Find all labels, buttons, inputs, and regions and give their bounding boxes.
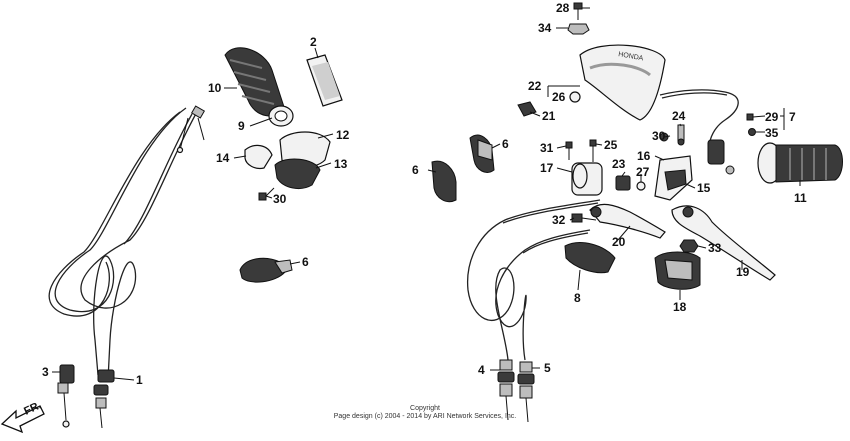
callout-31: 31: [540, 141, 554, 155]
clutch-lever-bracket: [571, 162, 603, 196]
cable-adjuster-4: [497, 359, 515, 421]
guard-logo: HONDA: [618, 51, 644, 62]
throttle-cable-1: [48, 107, 187, 376]
callout-30-right: 30: [652, 129, 666, 143]
dust-boot-middle: [469, 134, 495, 173]
clutch-lever: [589, 203, 666, 239]
clutch-lever-boot: [564, 242, 616, 274]
callout-6-lower: 6: [302, 255, 309, 269]
leader-lines: [52, 7, 801, 381]
clamp-21: [517, 101, 537, 117]
callout-7: 7: [789, 110, 796, 124]
clutch-cable: [466, 199, 601, 361]
collar-26: [569, 91, 581, 103]
nut-33: [679, 239, 699, 253]
callout-26: 26: [552, 90, 566, 104]
callout-10: 10: [208, 81, 222, 95]
callout-18: 18: [673, 300, 687, 314]
cable-adjuster-5: [517, 361, 535, 423]
callout-labels: 10 9 2 12 13 14 30 6 3 1 28 34 22 26 21 …: [42, 1, 807, 387]
callout-9: 9: [238, 119, 245, 133]
throttle-grip: [224, 47, 294, 127]
callout-27: 27: [636, 165, 650, 179]
front-direction-arrow: FR.: [0, 399, 45, 434]
callout-15: 15: [697, 181, 711, 195]
callout-32: 32: [552, 213, 566, 227]
callout-11: 11: [794, 191, 807, 205]
callout-22: 22: [528, 79, 542, 93]
bolt-31: [565, 141, 573, 160]
callout-1: 1: [136, 373, 143, 387]
callout-14: 14: [216, 151, 230, 165]
brake-lever-boot: [654, 251, 701, 290]
left-grip: [757, 142, 843, 184]
callout-6-middle: 6: [502, 137, 509, 151]
callout-2: 2: [310, 35, 317, 49]
callout-28: 28: [556, 1, 570, 15]
callout-24: 24: [672, 109, 686, 123]
dust-boot-left: [431, 160, 457, 203]
cable-adjuster-3: [57, 364, 75, 428]
screw-29: [746, 113, 754, 121]
copyright-line-1: Copyright: [410, 405, 440, 412]
cable-end-top: [176, 105, 206, 154]
collar-27: [636, 181, 646, 191]
callout-25: 25: [604, 138, 618, 152]
dust-boot-lower: [239, 257, 293, 283]
nut-35: [748, 128, 756, 136]
bolt-25: [589, 139, 597, 162]
callout-8: 8: [574, 291, 581, 305]
choke-cable: [495, 229, 591, 361]
switch-23: [615, 175, 631, 191]
throttle-cable-2: [80, 109, 199, 381]
callout-3: 3: [42, 365, 49, 379]
hand-guard: HONDA: [579, 44, 666, 121]
callout-19: 19: [736, 265, 750, 279]
callout-12: 12: [336, 128, 350, 142]
callout-30-left: 30: [273, 192, 287, 206]
callout-35: 35: [765, 126, 779, 140]
callout-6-left: 6: [412, 163, 419, 177]
nut-34: [567, 23, 590, 35]
callout-29: 29: [765, 110, 779, 124]
switch-housing: [654, 155, 693, 201]
bolt-24: [677, 124, 685, 146]
callout-17: 17: [540, 161, 554, 175]
cable-adjuster-1: [93, 369, 115, 429]
callout-23: 23: [612, 157, 626, 171]
callout-16: 16: [637, 149, 651, 163]
callout-4: 4: [478, 363, 485, 377]
bolt-28: [573, 2, 583, 20]
callout-33: 33: [708, 241, 722, 255]
kill-switch-wiring: [659, 89, 739, 175]
callout-20: 20: [612, 235, 626, 249]
callout-21: 21: [542, 109, 556, 123]
grip-cover: [306, 54, 343, 107]
brake-lever: [671, 205, 776, 281]
callout-34: 34: [538, 21, 552, 35]
copyright-line-2: Page design (c) 2004 - 2014 by ARI Netwo…: [334, 413, 517, 420]
throttle-housing: [244, 131, 331, 189]
callout-13: 13: [334, 157, 348, 171]
bolt-32: [571, 213, 597, 223]
callout-5: 5: [544, 361, 551, 375]
